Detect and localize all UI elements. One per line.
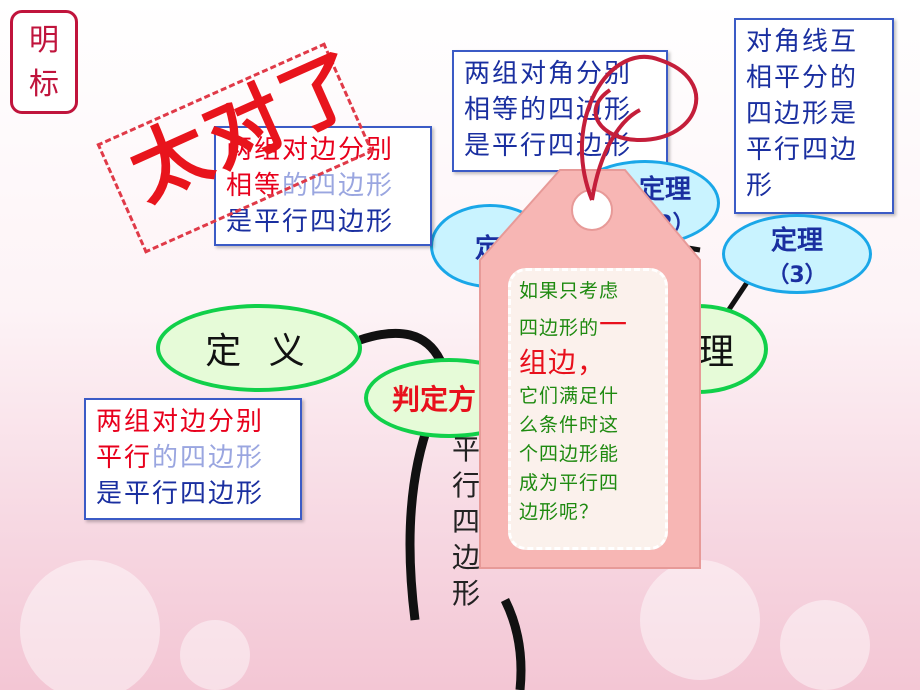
card-opposite-sides-parallel: 两组对边分别 平行的四边形 是平行四边形 xyxy=(84,398,302,520)
vertical-text-parallelogram: 平 行 四 边 形 xyxy=(452,432,484,612)
card-line: 相平分的 xyxy=(746,63,859,93)
card-highlight: 相等 xyxy=(226,171,283,201)
vertical-char: 形 xyxy=(452,577,481,610)
card-line: 是平行四边形 xyxy=(226,207,395,237)
card-line: 平行的四边形 xyxy=(96,440,290,476)
node-number: （3） xyxy=(767,262,827,288)
card-line: 形 xyxy=(746,171,775,201)
card-line: 四边形是 xyxy=(746,99,859,129)
node-judge-method[interactable]: 判定方 xyxy=(364,358,534,438)
card-opposite-angles: 两组对角分别 相等的四边形 是平行四边形 xyxy=(452,50,668,172)
node-label: 定 义 xyxy=(205,331,313,372)
tag-line: 么条件时这 xyxy=(519,414,620,436)
card-line: 相等的四边形 xyxy=(464,95,633,125)
badge-char-2: 标 xyxy=(29,67,59,102)
bokeh-decoration xyxy=(20,560,160,700)
node-definition[interactable]: 定 义 xyxy=(156,304,362,392)
node-label: 判定方 xyxy=(392,383,477,416)
tag-line: 个四边形能 xyxy=(519,443,620,465)
tag-line: 如果只考虑 xyxy=(519,280,620,302)
badge-char-1: 明 xyxy=(29,23,59,58)
card-line: 相等的四边形 xyxy=(226,168,420,204)
tag-text: 四边形的 xyxy=(519,317,600,339)
card-highlight: 平行 xyxy=(96,443,153,473)
tag-line: 它们满足什 xyxy=(519,385,620,407)
card-line: 对角线互 xyxy=(746,27,859,57)
tag-highlight: 组边， xyxy=(519,346,607,379)
question-tag: 如果只考虑 四边形的一 组边， 它们满足什 么条件时这 个四边形能 成为平行四 … xyxy=(508,268,668,550)
card-faded: 的四边形 xyxy=(282,171,395,201)
tag-line: 四边形的一 xyxy=(519,306,657,344)
bokeh-decoration xyxy=(180,620,250,690)
card-diagonals: 对角线互 相平分的 四边形是 平行四边 形 xyxy=(734,18,894,214)
vertical-char: 行 xyxy=(452,469,481,502)
card-faded: 的四边形 xyxy=(152,443,265,473)
card-line: 平行四边 xyxy=(746,135,859,165)
card-line: 是平行四边形 xyxy=(96,479,265,509)
header-badge: 明 标 xyxy=(10,10,78,114)
card-line: 两组对边分别 xyxy=(226,135,395,165)
node-theorem-3[interactable]: 定理 （3） xyxy=(722,214,872,294)
node-label: 理 xyxy=(697,332,734,373)
card-opposite-sides-equal: 两组对边分别 相等的四边形 是平行四边形 xyxy=(214,126,432,246)
bokeh-decoration xyxy=(640,560,760,680)
node-label: 定理 xyxy=(770,225,823,256)
vertical-char: 边 xyxy=(452,541,481,574)
bokeh-decoration xyxy=(780,600,870,690)
vertical-char: 四 xyxy=(452,505,481,538)
card-line: 两组对边分别 xyxy=(96,407,265,437)
tag-line: 边形呢？ xyxy=(519,501,600,523)
vertical-char: 平 xyxy=(452,433,481,466)
tag-line: 成为平行四 xyxy=(519,472,620,494)
tag-highlight: 一 xyxy=(599,308,629,341)
